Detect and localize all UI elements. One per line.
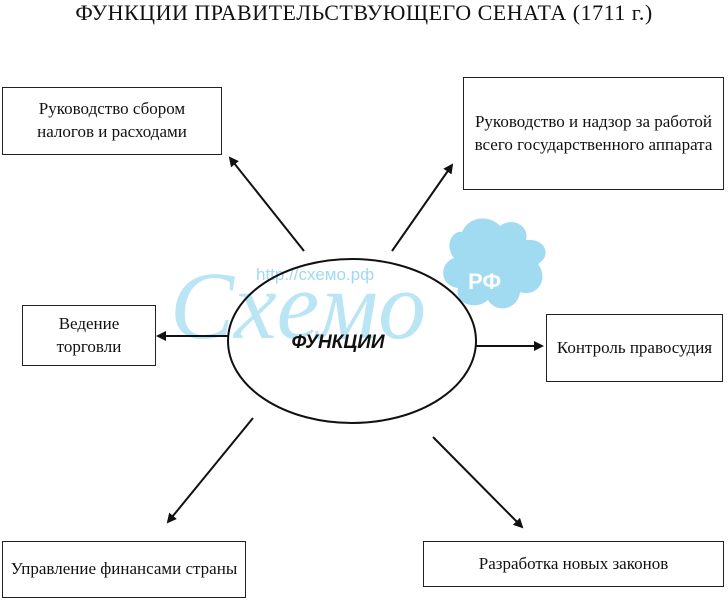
watermark-badge: РФ: [468, 269, 501, 294]
box-top-right: Руководство и надзор за работой всего го…: [463, 77, 724, 190]
watermark-splash: [443, 218, 546, 309]
box-top-left: Руководство сбором налогов и расходами: [2, 87, 222, 155]
box-mid-right: Контроль правосудия: [546, 314, 723, 382]
watermark-script: Схемо: [170, 252, 426, 359]
watermark: РФ Схемо http://схемо.рф: [170, 218, 546, 359]
box-bottom-right: Разработка новых законов: [423, 541, 724, 587]
arrow-to-bottom-left: [166, 417, 254, 524]
arrow-to-top-right: [391, 163, 454, 252]
center-ellipse: [227, 258, 477, 424]
box-bottom-left: Управление финансами страны: [2, 541, 246, 598]
diagram-title: ФУНКЦИИ ПРАВИТЕЛЬСТВУЮЩЕГО СЕНАТА (1711 …: [75, 0, 653, 25]
watermark-url: http://схемо.рф: [256, 265, 374, 284]
arrow-to-bottom-right: [432, 436, 524, 529]
arrow-to-top-left: [228, 156, 305, 252]
box-mid-left: Ведение торговли: [22, 305, 156, 366]
center-label: ФУНКЦИИ: [291, 332, 384, 353]
